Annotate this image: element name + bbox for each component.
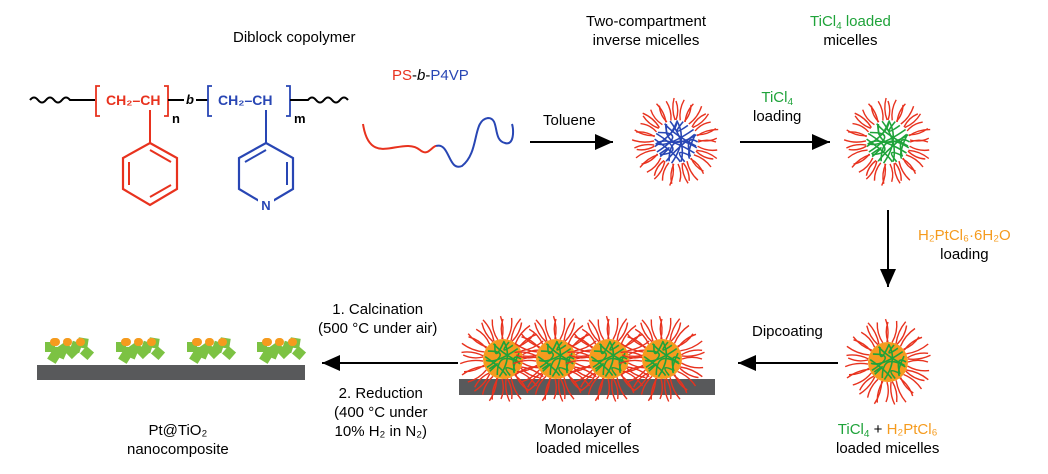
final-loaded-micelles-label: TiCl4 + H₂PtCl₆ loaded micelles: [836, 421, 940, 457]
left-wavy-bond: [29, 96, 95, 104]
monolayer-micelle-3: [565, 315, 652, 402]
monolayer-micelle-4: [618, 315, 705, 402]
ps-chain: [362, 123, 437, 154]
two-compartment-micelle: [631, 97, 719, 186]
toluene-label: Toluene: [543, 112, 596, 129]
p4vp-bracket-right: [286, 85, 291, 117]
fully-loaded-micelle: [844, 318, 931, 405]
h2ptcl6-loading-label: H₂PtCl₆·6H₂O loading: [918, 227, 1011, 263]
ps-repeat-unit: CH₂–CH: [106, 92, 160, 108]
calcination-label: 1. Calcination(500 °C under air): [318, 301, 438, 337]
dipcoating-label: Dipcoating: [752, 323, 823, 340]
pt-tio2-cluster-2: [116, 337, 166, 364]
pt-tio2-cluster-1: [45, 337, 95, 364]
ps-bracket-right: [164, 85, 169, 117]
pyridine-ring: [237, 141, 295, 207]
ticl4-loaded-micelles-label: TiCl4 loaded micelles: [810, 13, 891, 49]
p4vp-chain: [435, 116, 515, 168]
pt-tio2-cluster-3: [187, 337, 237, 364]
product-substrate: [37, 365, 305, 380]
ticl4-loaded-micelle: [843, 97, 931, 186]
block-marker: b: [186, 92, 194, 107]
ticl4-loading-label: TiCl4 loading: [753, 89, 802, 125]
p4vp-bracket-left: [207, 85, 212, 117]
p4vp-repeat-unit: CH₂–CH: [218, 92, 272, 108]
n-subscript: n: [172, 111, 180, 126]
benzene-ring: [121, 141, 179, 207]
pt-tio2-cluster-4: [257, 337, 307, 364]
m-subscript: m: [294, 111, 306, 126]
diblock-copolymer-title: Diblock copolymer: [233, 29, 356, 46]
ps-bracket-left: [95, 85, 100, 117]
copolymer-structure: CH₂–CH n b CH₂–CH m N: [29, 85, 349, 213]
pyridine-nitrogen: N: [261, 198, 270, 213]
right-wavy-bond: [290, 96, 349, 104]
polymer-name-label: PS-b-P4VP: [392, 67, 469, 84]
